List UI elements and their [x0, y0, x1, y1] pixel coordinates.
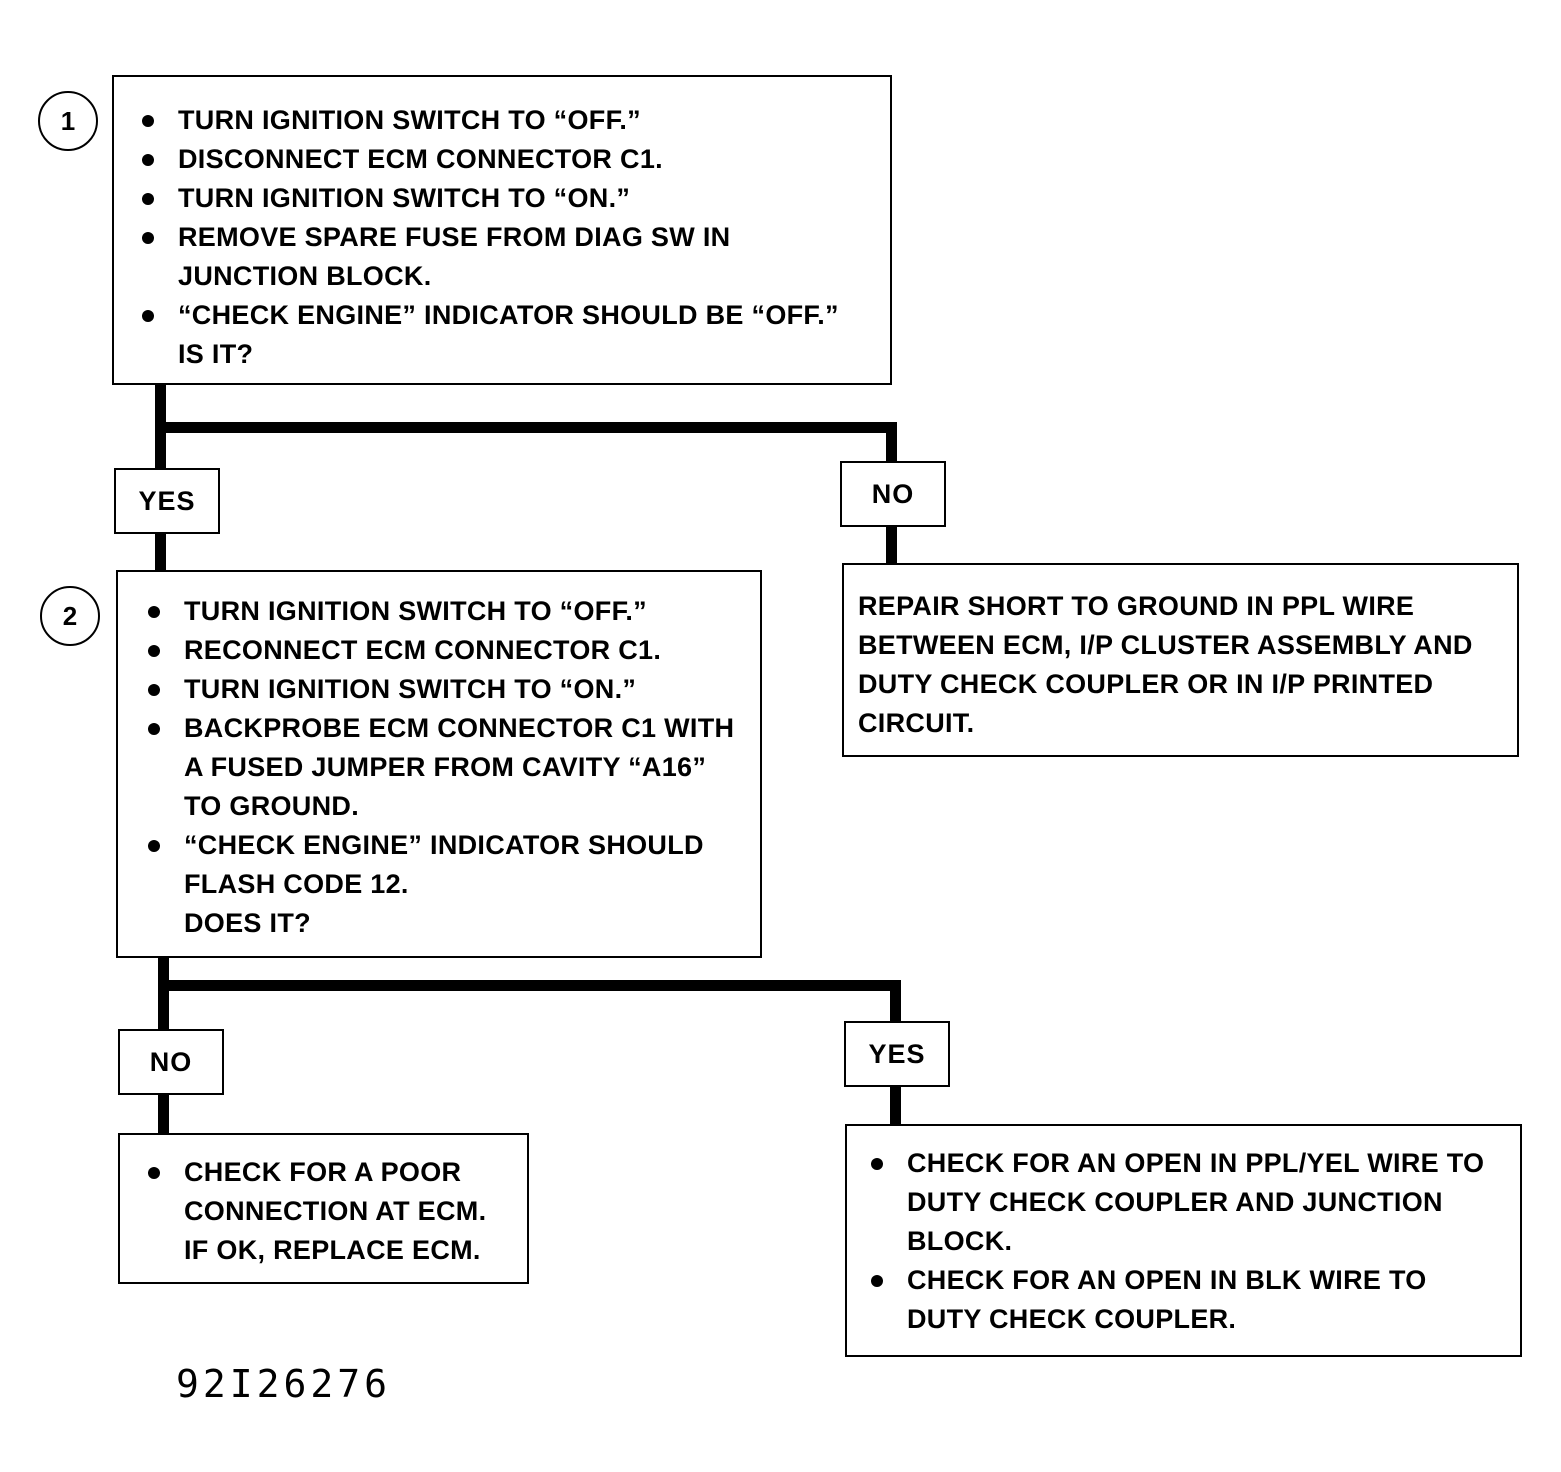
step2-item-1: TURN IGNITION SWITCH TO “OFF.” — [136, 592, 760, 631]
bullet-dot — [142, 232, 154, 244]
branch1-yes-label: YES — [114, 468, 220, 534]
step1-box: TURN IGNITION SWITCH TO “OFF.” DISCONNEC… — [112, 75, 892, 385]
connector-branch2-horizontal — [158, 980, 901, 991]
connector-yes2-to-result — [890, 1086, 901, 1128]
bullet-dot — [142, 115, 154, 127]
step1-number-circle: 1 — [38, 91, 98, 151]
step2-number-circle: 2 — [40, 586, 100, 646]
no1-result-line-3: DUTY CHECK COUPLER OR IN I/P PRINTED — [858, 669, 1434, 699]
connector-yes1-to-step2 — [155, 530, 166, 574]
connector-step2-down — [158, 955, 169, 1031]
no1-result-box: REPAIR SHORT TO GROUND IN PPL WIRE BETWE… — [842, 563, 1519, 757]
branch2-no-label: NO — [118, 1029, 224, 1095]
bullet-dot — [142, 193, 154, 205]
step2-item-2: RECONNECT ECM CONNECTOR C1. — [136, 631, 760, 670]
connector-branch1-no-down — [886, 422, 897, 464]
bullet-dot — [148, 606, 160, 618]
no1-result-line-4: CIRCUIT. — [858, 708, 975, 738]
step1-list: TURN IGNITION SWITCH TO “OFF.” DISCONNEC… — [130, 101, 890, 374]
step2-list: TURN IGNITION SWITCH TO “OFF.” RECONNECT… — [136, 592, 760, 943]
step2-number: 2 — [62, 600, 78, 631]
step1-number: 1 — [60, 105, 76, 136]
step1-item-3: TURN IGNITION SWITCH TO “ON.” — [130, 179, 890, 218]
connector-no1-to-result — [886, 525, 897, 567]
branch2-yes-label: YES — [844, 1021, 950, 1087]
no1-result-line-2: BETWEEN ECM, I/P CLUSTER ASSEMBLY AND — [858, 630, 1473, 660]
step1-item-2: DISCONNECT ECM CONNECTOR C1. — [130, 140, 890, 179]
bullet-dot — [142, 154, 154, 166]
bullet-dot — [148, 645, 160, 657]
figure-id: 92I26276 — [176, 1362, 392, 1406]
bullet-dot — [148, 684, 160, 696]
step1-item-1: TURN IGNITION SWITCH TO “OFF.” — [130, 101, 890, 140]
step2-box: TURN IGNITION SWITCH TO “OFF.” RECONNECT… — [116, 570, 762, 958]
step1-item-5: “CHECK ENGINE” INDICATOR SHOULD BE “OFF.… — [130, 296, 890, 374]
connector-no2-to-result — [158, 1092, 169, 1137]
bullet-dot — [142, 310, 154, 322]
bullet-dot — [148, 840, 160, 852]
bullet-dot — [871, 1275, 883, 1287]
bullet-dot — [148, 1167, 160, 1179]
step2-item-3: TURN IGNITION SWITCH TO “ON.” — [136, 670, 760, 709]
connector-branch2-yes-down — [890, 980, 901, 1023]
connector-branch1-horizontal — [155, 422, 897, 433]
no1-result-line-1: REPAIR SHORT TO GROUND IN PPL WIRE — [858, 591, 1415, 621]
bullet-dot — [148, 723, 160, 735]
branch1-no-label: NO — [840, 461, 946, 527]
bullet-dot — [871, 1158, 883, 1170]
